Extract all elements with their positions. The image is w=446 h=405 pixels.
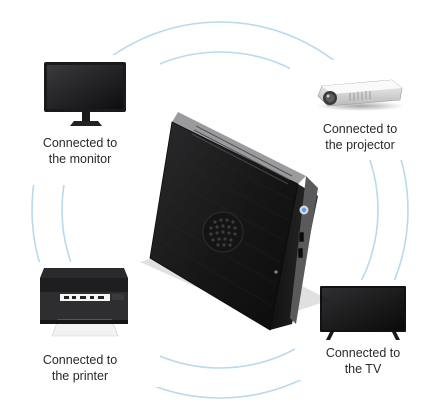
status-led [274,270,278,274]
usb-port [297,247,304,259]
caption-tv: Connected to the TV [311,345,415,377]
mini-pc [140,112,330,331]
caption-monitor-line2: the monitor [48,152,112,166]
projector-icon [316,79,404,111]
vent-grille [191,125,293,185]
caption-printer-line1: Connected to [42,353,118,367]
usb-port [298,231,305,243]
caption-tv-line2: the TV [344,362,382,376]
caption-printer-line2: the printer [51,369,109,383]
wireless-waves [31,21,409,399]
caption-projector-line1: Connected to [322,122,398,136]
caption-monitor-line1: Connected to [42,136,118,150]
tv-icon [320,286,406,340]
caption-projector-line2: the projector [325,138,395,152]
monitor-icon [44,62,126,126]
outer-wave-ring [31,21,409,399]
caption-tv-line1: Connected to [325,346,401,360]
caption-monitor: Connected to the monitor [28,135,132,167]
caption-projector: Connected to the projector [308,121,412,153]
fan-vent [202,211,244,253]
printer-icon [40,268,128,337]
middle-wave-ring [61,51,379,369]
caption-printer: Connected to the printer [28,352,132,384]
